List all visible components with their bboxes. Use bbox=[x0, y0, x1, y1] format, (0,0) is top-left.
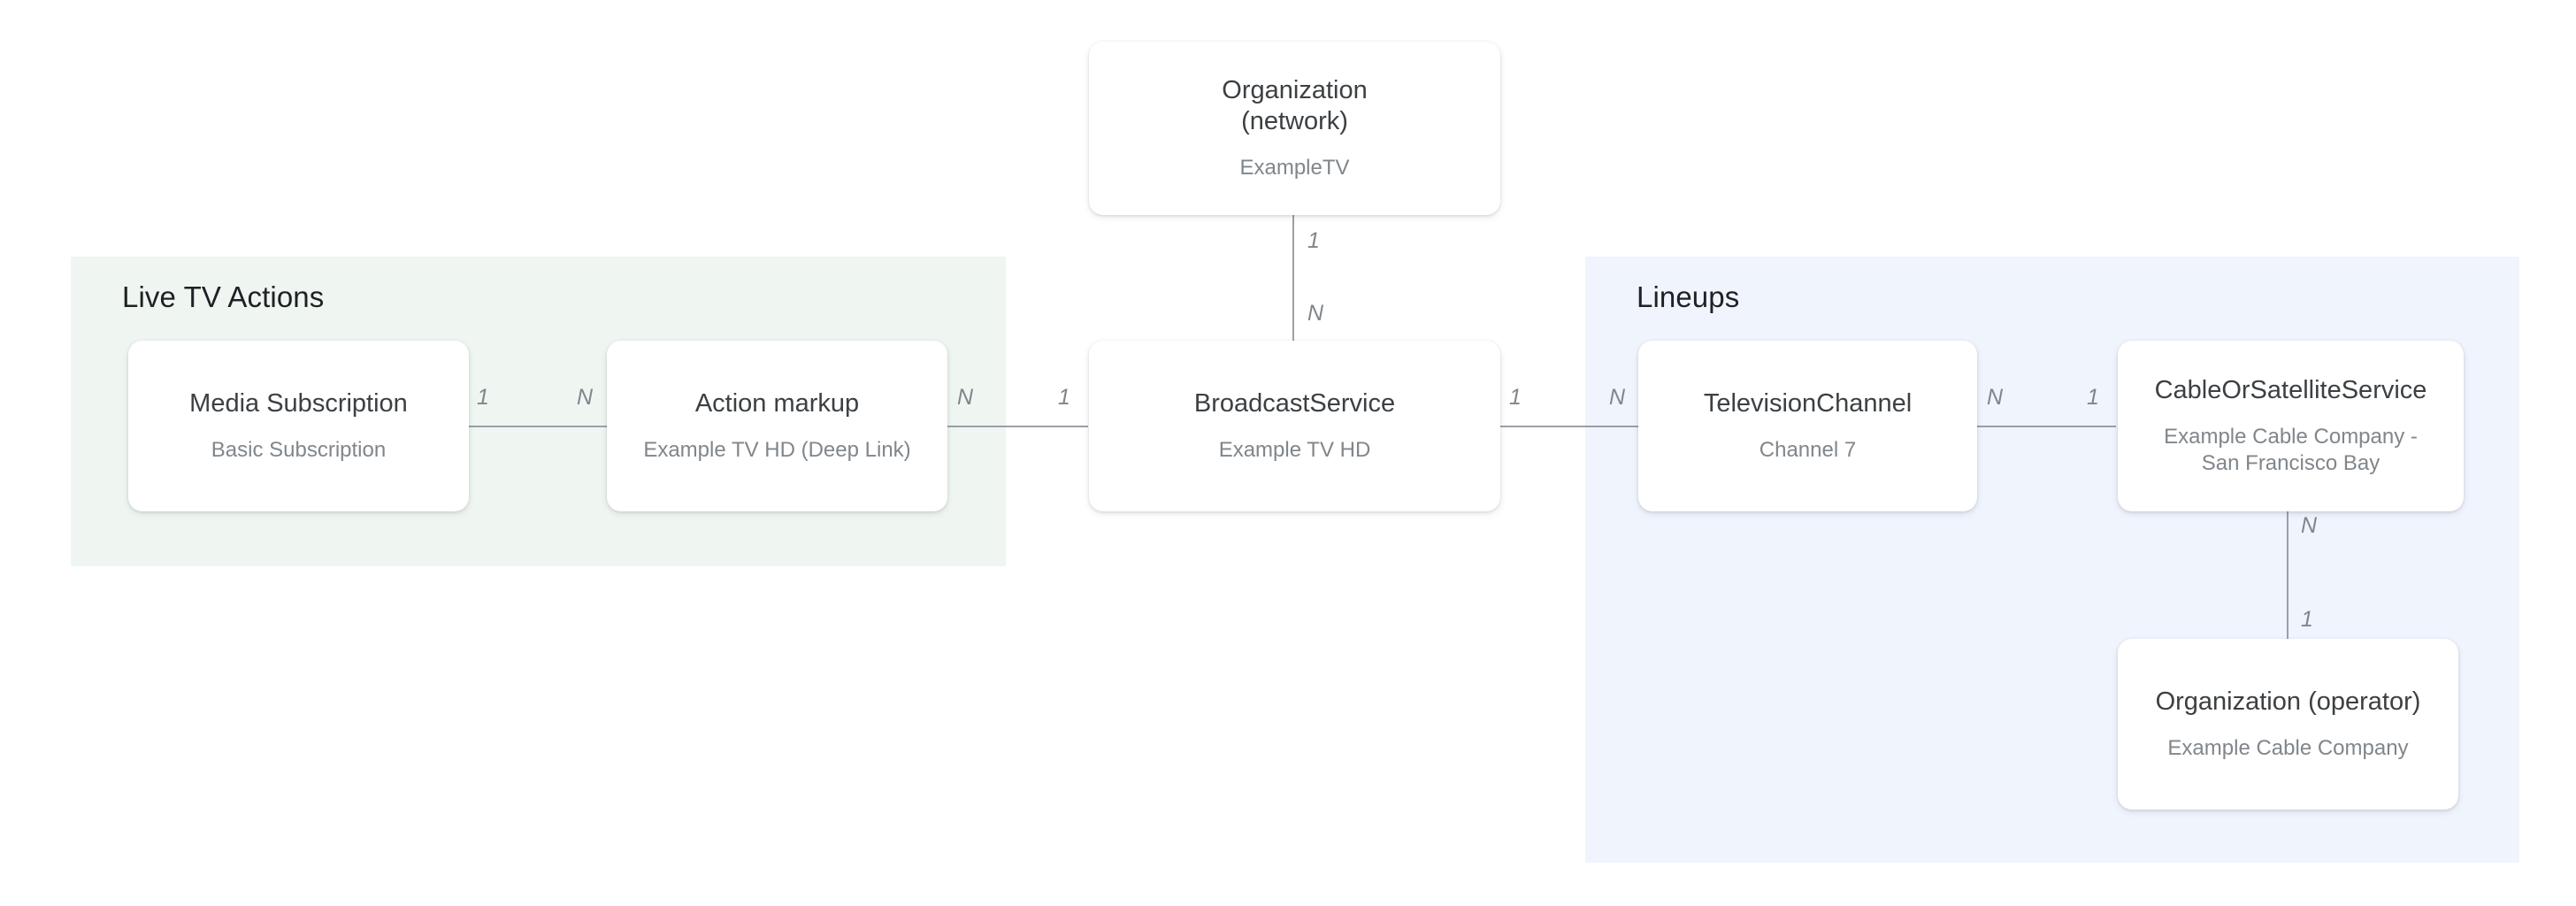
edge-broadcast-to-channel bbox=[1497, 426, 1638, 427]
panel-title-lineups: Lineups bbox=[1637, 280, 1740, 313]
node-title: BroadcastService bbox=[1193, 388, 1396, 418]
node-subtitle: Example Cable Company bbox=[2167, 736, 2409, 761]
node-broadcast-service[interactable]: BroadcastService Example TV HD bbox=[1089, 341, 1500, 511]
edge-label-org-network-1: 1 bbox=[1307, 228, 1320, 253]
node-title: Organization (operator) bbox=[2155, 687, 2421, 716]
node-subtitle: Example TV HD (Deep Link) bbox=[643, 438, 911, 463]
node-title: CableOrSatelliteService bbox=[2154, 375, 2427, 404]
edge-media-sub-to-action bbox=[467, 426, 607, 427]
node-subtitle: ExampleTV bbox=[1239, 156, 1350, 180]
edge-action-to-broadcast bbox=[947, 426, 1088, 427]
node-organization-network[interactable]: Organization (network) ExampleTV bbox=[1089, 42, 1500, 215]
edge-label-cable-1: 1 bbox=[2301, 607, 2313, 632]
node-title: Action markup bbox=[694, 388, 860, 418]
node-subtitle: Basic Subscription bbox=[211, 438, 387, 463]
edge-label-cable-n: N bbox=[2301, 513, 2318, 538]
edge-label-action-n: N bbox=[957, 385, 974, 410]
edge-label-broadcast-1: 1 bbox=[1509, 385, 1522, 410]
edge-cable-to-operator bbox=[2287, 511, 2288, 640]
edge-channel-to-cable bbox=[1974, 426, 2116, 427]
edge-label-media-sub-n: N bbox=[577, 385, 594, 410]
node-title: Media Subscription bbox=[189, 388, 408, 418]
edge-label-media-sub-1: 1 bbox=[477, 385, 489, 410]
node-title: Organization (network) bbox=[1222, 75, 1368, 135]
edge-label-broadcast-n: N bbox=[1609, 385, 1626, 410]
edge-label-action-1: 1 bbox=[1058, 385, 1070, 410]
node-subtitle: Example TV HD bbox=[1218, 438, 1371, 463]
node-title: TelevisionChannel bbox=[1703, 388, 1913, 418]
edge-label-channel-n: N bbox=[1987, 385, 2004, 410]
node-action-markup[interactable]: Action markup Example TV HD (Deep Link) bbox=[607, 341, 947, 511]
node-cable-or-satellite-service[interactable]: CableOrSatelliteService Example Cable Co… bbox=[2118, 341, 2464, 511]
node-television-channel[interactable]: TelevisionChannel Channel 7 bbox=[1638, 341, 1977, 511]
node-media-subscription[interactable]: Media Subscription Basic Subscription bbox=[128, 341, 469, 511]
node-subtitle: Example Cable Company - San Francisco Ba… bbox=[2164, 425, 2418, 476]
node-organization-operator[interactable]: Organization (operator) Example Cable Co… bbox=[2118, 639, 2458, 810]
edge-label-org-network-n: N bbox=[1307, 301, 1324, 326]
edge-label-channel-1: 1 bbox=[2087, 385, 2099, 410]
edge-org-network-to-broadcast bbox=[1292, 212, 1294, 341]
node-subtitle: Channel 7 bbox=[1759, 438, 1857, 463]
panel-title-live-tv-actions: Live TV Actions bbox=[122, 280, 325, 313]
